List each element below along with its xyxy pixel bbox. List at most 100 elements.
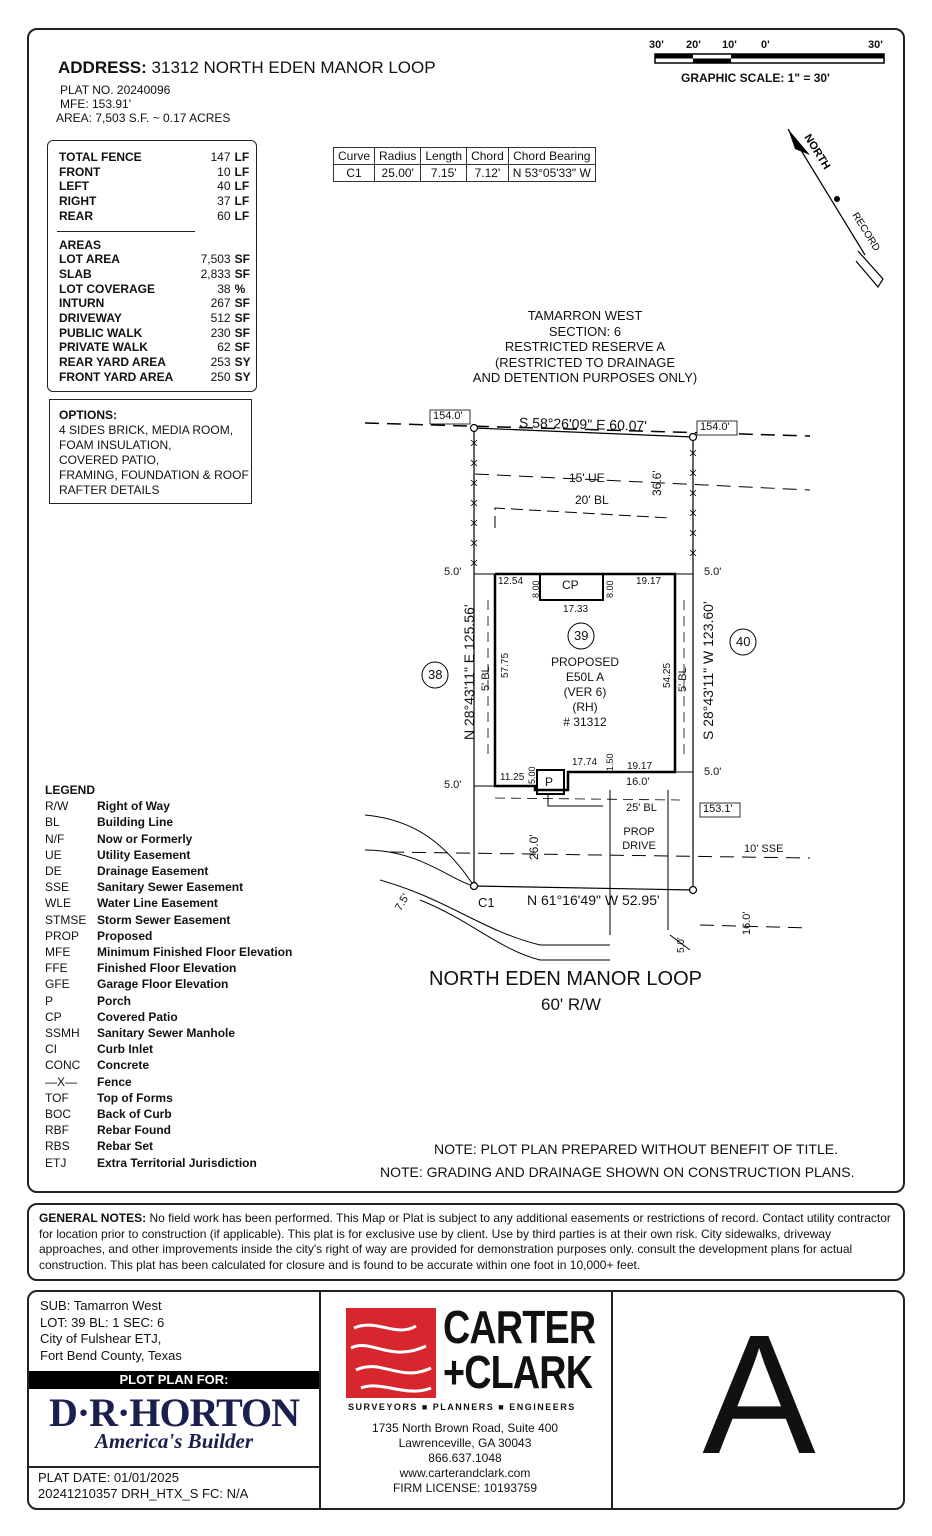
dim: 17.74 (572, 757, 598, 768)
reserve-label: TAMARRON WEST SECTION: 6 RESTRICTED RESE… (472, 308, 698, 385)
firm-name-2: +CLARK (443, 1346, 593, 1398)
dim: 1.50 (605, 753, 615, 771)
legend-abbr: PROP (45, 928, 80, 943)
legend-desc: Now or Formerly (97, 831, 193, 846)
legend-abbr: CONC (45, 1058, 81, 1073)
legend-abbr: CI (45, 1042, 57, 1057)
legend-item: P Porch (45, 993, 292, 1009)
right-bearing: S 28°43'11" W 123.60' (700, 601, 716, 740)
legend-desc: Sanitary Sewer Easement (97, 880, 244, 895)
legend-abbr: STMSE (45, 912, 87, 927)
legend-desc: Fence (97, 1074, 132, 1089)
options-line: RAFTER DETAILS (59, 483, 160, 497)
legend-desc: Minimum Finished Floor Elevation (97, 945, 293, 960)
legend-desc: Top of Forms (97, 1090, 173, 1105)
firm-name-1: CARTER (443, 1301, 596, 1353)
dim: 17.33 (563, 604, 589, 615)
dim: 19.17 (636, 576, 662, 587)
options-title: OPTIONS: (59, 408, 118, 422)
legend-desc: Finished Floor Elevation (97, 961, 237, 976)
carter-clark-logo-icon (346, 1308, 436, 1398)
legend-abbr: —X— (45, 1074, 78, 1089)
legend-desc: Concrete (97, 1058, 150, 1073)
legend-abbr: SSMH (45, 1026, 80, 1041)
legend-abbr: MFE (45, 945, 71, 960)
mfe: MFE: 153.91' (60, 97, 131, 111)
elev-rear-left: 154.0' (433, 410, 463, 422)
scale-tick: 30' (649, 39, 664, 51)
right-of-way: 60' R/W (541, 995, 601, 1014)
legend-desc: Extra Territorial Jurisdiction (97, 1155, 257, 1170)
dim: 12.54 (498, 576, 524, 587)
c1-label: C1 (478, 895, 495, 910)
dim: 5.0' (444, 779, 462, 791)
title-block (27, 1290, 905, 1510)
address-line: ADDRESS: 31312 NORTH EDEN MANOR LOOP (58, 58, 436, 77)
legend-item: PROP Proposed (45, 928, 292, 944)
dim: 8.00 (531, 580, 541, 598)
plot-plan-for-bar: PLOT PLAN FOR: (29, 1371, 319, 1389)
street-name: NORTH EDEN MANOR LOOP (429, 968, 702, 990)
legend-desc: Covered Patio (97, 1009, 178, 1024)
legend-abbr: UE (45, 847, 62, 862)
legend-item: UE Utility Easement (45, 847, 292, 863)
legend-desc: Building Line (97, 815, 173, 830)
cp-label: CP (562, 578, 579, 592)
legend-abbr: DE (45, 864, 62, 879)
options-line: 4 SIDES BRICK, MEDIA ROOM, (59, 423, 234, 437)
bl-right-label: 5' BL (677, 667, 689, 692)
elev-rear-right: 154.0' (700, 421, 730, 433)
legend-desc: Utility Easement (97, 847, 191, 862)
bl-front-label: 25' BL (626, 802, 657, 814)
rear-dim: 36.6' (650, 470, 664, 496)
legend-item: DE Drainage Easement (45, 863, 292, 879)
options-box: OPTIONS: 4 SIDES BRICK, MEDIA ROOM, FOAM… (49, 399, 252, 504)
elev-front-right: 153.1' (703, 803, 733, 815)
legend-item: —X— Fence (45, 1074, 292, 1090)
scale-tick: 10' (722, 39, 737, 51)
legend-item: TOF Top of Forms (45, 1090, 292, 1106)
lot-40: 40 (736, 634, 751, 649)
dim: 5.0' (676, 937, 687, 953)
legend-abbr: WLE (45, 896, 72, 911)
dim: 5.0' (704, 566, 722, 578)
legend-abbr: RBF (45, 1123, 69, 1138)
dim: 11.25 (500, 772, 525, 783)
legend-desc: Back of Curb (97, 1107, 172, 1122)
dim: 5.0' (444, 566, 462, 578)
front-bearing: N 61°16'49" W 52.95' (527, 892, 660, 908)
scale-label: GRAPHIC SCALE: 1" = 30' (681, 71, 830, 85)
plot-plan (364, 409, 811, 961)
scale-tick: 0' (761, 39, 770, 51)
legend-abbr: P (45, 993, 54, 1008)
legend-abbr: TOF (45, 1090, 69, 1105)
options-line: COVERED PATIO, (59, 453, 160, 467)
legend-desc: Right of Way (97, 799, 170, 814)
dim: 5.00 (527, 766, 537, 784)
porch-label: P (545, 775, 554, 789)
bl-left-label: 5' BL (480, 666, 492, 691)
north-arrow-icon: NORTH RECORD (787, 128, 884, 289)
general-notes-text: GENERAL NOTES: No field work has been pe… (39, 1211, 891, 1272)
legend-desc: Proposed (97, 928, 153, 943)
options-line: FOAM INSULATION, (59, 438, 172, 452)
dim: 26.0' (527, 834, 541, 860)
legend-desc: Porch (97, 993, 132, 1008)
legend-abbr: GFE (45, 977, 70, 992)
dr-horton-logo: D·R·HORTON America's Builder (48, 1390, 300, 1453)
legend-desc: Drainage Easement (97, 864, 209, 879)
main-frame (27, 28, 905, 1193)
general-notes-box: GENERAL NOTES: No field work has been pe… (27, 1203, 905, 1281)
